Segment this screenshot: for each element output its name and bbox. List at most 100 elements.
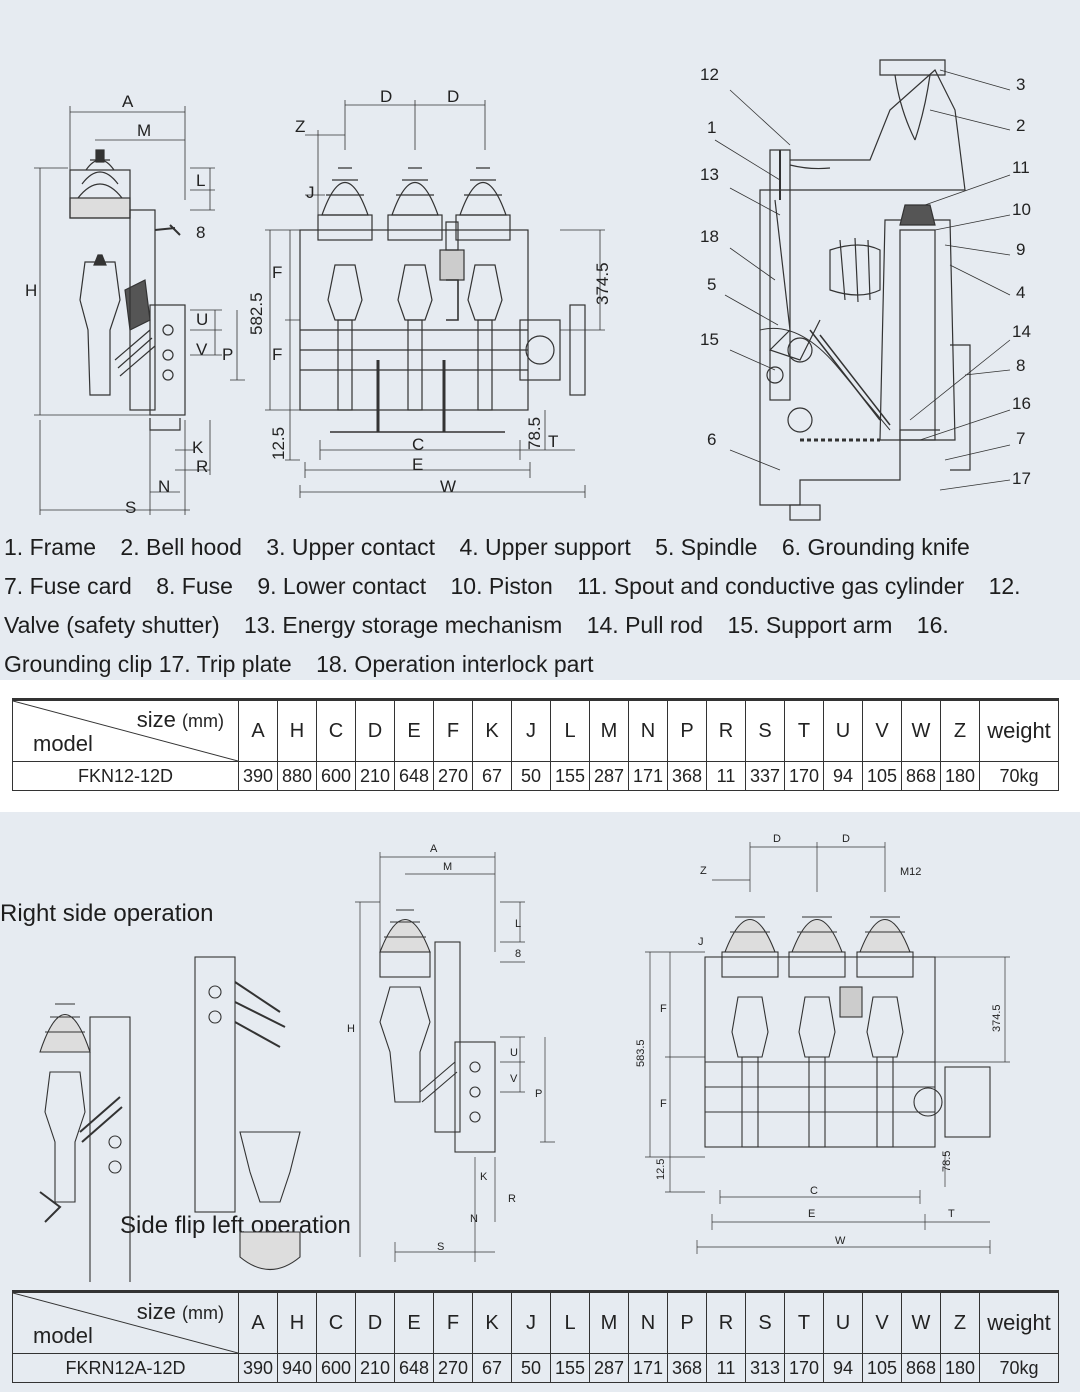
legend-item: 1. Frame xyxy=(4,534,97,560)
value-cell: 390 xyxy=(238,1353,278,1383)
dim-T: T xyxy=(948,1208,955,1220)
callout-2: 2 xyxy=(1016,116,1025,135)
col-header: K xyxy=(472,1290,512,1354)
legend-item: 2. Bell hood xyxy=(120,534,242,560)
col-header: D xyxy=(355,1290,395,1354)
table-header-corner: size (mm) model xyxy=(12,698,239,762)
col-header: D xyxy=(355,698,395,762)
value-cell: 180 xyxy=(940,761,980,791)
flip-left-view xyxy=(194,956,301,1270)
value-cell: 337 xyxy=(745,761,785,791)
col-header: U xyxy=(823,698,863,762)
legend-item: 14. Pull rod xyxy=(586,612,704,638)
col-header: A xyxy=(238,1290,278,1354)
model-label: model xyxy=(33,731,93,756)
value-cell: 171 xyxy=(628,761,668,791)
legend-item: 4. Upper support xyxy=(459,534,631,560)
callout-3: 3 xyxy=(1016,75,1025,94)
value-cell: 368 xyxy=(667,761,707,791)
dim-J: J xyxy=(306,183,315,202)
col-header: R xyxy=(706,1290,746,1354)
dim-A: A xyxy=(430,843,438,855)
dim-D1: D xyxy=(773,833,781,845)
size-label: size xyxy=(136,707,176,732)
col-header: C xyxy=(316,698,356,762)
dim-78-5: 78.5 xyxy=(941,1151,953,1172)
col-header: weight xyxy=(979,1290,1059,1354)
callout-16: 16 xyxy=(1012,394,1031,413)
col-header: Z xyxy=(940,1290,980,1354)
legend-item: 6. Grounding knife xyxy=(781,534,970,560)
value-cell: 880 xyxy=(277,761,317,791)
value-cell: 600 xyxy=(316,761,356,791)
unit-label: (mm) xyxy=(182,711,224,731)
dim-Z: Z xyxy=(295,117,305,136)
legend-item: 5. Spindle xyxy=(655,534,758,560)
col-header: F xyxy=(433,698,473,762)
value-cell: 390 xyxy=(238,761,278,791)
dim-C: C xyxy=(412,435,424,454)
dim-V: V xyxy=(196,340,208,359)
col-header: J xyxy=(511,1290,551,1354)
col-header: N xyxy=(628,1290,668,1354)
callout-7: 7 xyxy=(1016,429,1025,448)
value-cell: 313 xyxy=(745,1353,785,1383)
col-header: C xyxy=(316,1290,356,1354)
col-header: V xyxy=(862,1290,902,1354)
callout-18: 18 xyxy=(700,227,719,246)
value-cell: 270 xyxy=(433,1353,473,1383)
dim-F1: F xyxy=(272,263,282,282)
parts-legend: 1. Frame 2. Bell hood 3. Upper contact 4… xyxy=(4,528,1076,684)
size-label: size xyxy=(136,1299,176,1324)
dim-U: U xyxy=(196,310,208,329)
dim-D2: D xyxy=(447,87,459,106)
dim-U: U xyxy=(510,1047,518,1059)
value-cell: 70kg xyxy=(979,761,1059,791)
dim-R: R xyxy=(508,1193,516,1205)
dim-K: K xyxy=(480,1171,488,1183)
value-cell: 868 xyxy=(901,1353,941,1383)
legend-item: 11. Spout and conductive gas cylinder xyxy=(577,573,965,599)
dim-F2: F xyxy=(660,1098,667,1110)
callout-17: 17 xyxy=(1012,469,1031,488)
front-view-bottom xyxy=(645,842,1010,1254)
value-cell: 155 xyxy=(550,1353,590,1383)
dim-K: K xyxy=(192,438,204,457)
value-cell: 368 xyxy=(667,1353,707,1383)
dim-8: 8 xyxy=(515,948,521,960)
col-header: S xyxy=(745,698,785,762)
col-header: N xyxy=(628,698,668,762)
callout-15: 15 xyxy=(700,330,719,349)
value-cell: 287 xyxy=(589,761,629,791)
dim-J: J xyxy=(698,936,704,948)
col-header: P xyxy=(667,698,707,762)
dim-L: L xyxy=(196,171,205,190)
col-header: K xyxy=(472,698,512,762)
legend-item: 15. Support arm xyxy=(727,612,893,638)
col-header: U xyxy=(823,1290,863,1354)
dim-Z: Z xyxy=(700,865,707,877)
dim-W: W xyxy=(440,477,456,496)
col-header: L xyxy=(550,698,590,762)
dim-F2: F xyxy=(272,345,282,364)
callout-1: 1 xyxy=(707,118,716,137)
value-cell: 648 xyxy=(394,1353,434,1383)
small-side-view xyxy=(39,1003,131,1282)
value-cell: 171 xyxy=(628,1353,668,1383)
value-cell: 210 xyxy=(355,1353,395,1383)
value-cell: 50 xyxy=(511,761,551,791)
value-cell: 287 xyxy=(589,1353,629,1383)
right-side-operation-label: Right side operation xyxy=(0,900,214,927)
value-cell: 210 xyxy=(355,761,395,791)
middle-side-view xyxy=(355,852,555,1262)
dim-H: H xyxy=(347,1023,355,1035)
dim-M12: M12 xyxy=(900,866,921,878)
col-header: M xyxy=(589,1290,629,1354)
value-cell: 50 xyxy=(511,1353,551,1383)
dim-374-5: 374.5 xyxy=(991,1004,1003,1032)
dim-F1: F xyxy=(660,1003,667,1015)
value-cell: 94 xyxy=(823,761,863,791)
value-cell: 67 xyxy=(472,761,512,791)
switch-drawings-top: A M L 8 H U V P K R N S D D Z J F F C E … xyxy=(25,59,1031,521)
dim-N: N xyxy=(158,477,170,496)
